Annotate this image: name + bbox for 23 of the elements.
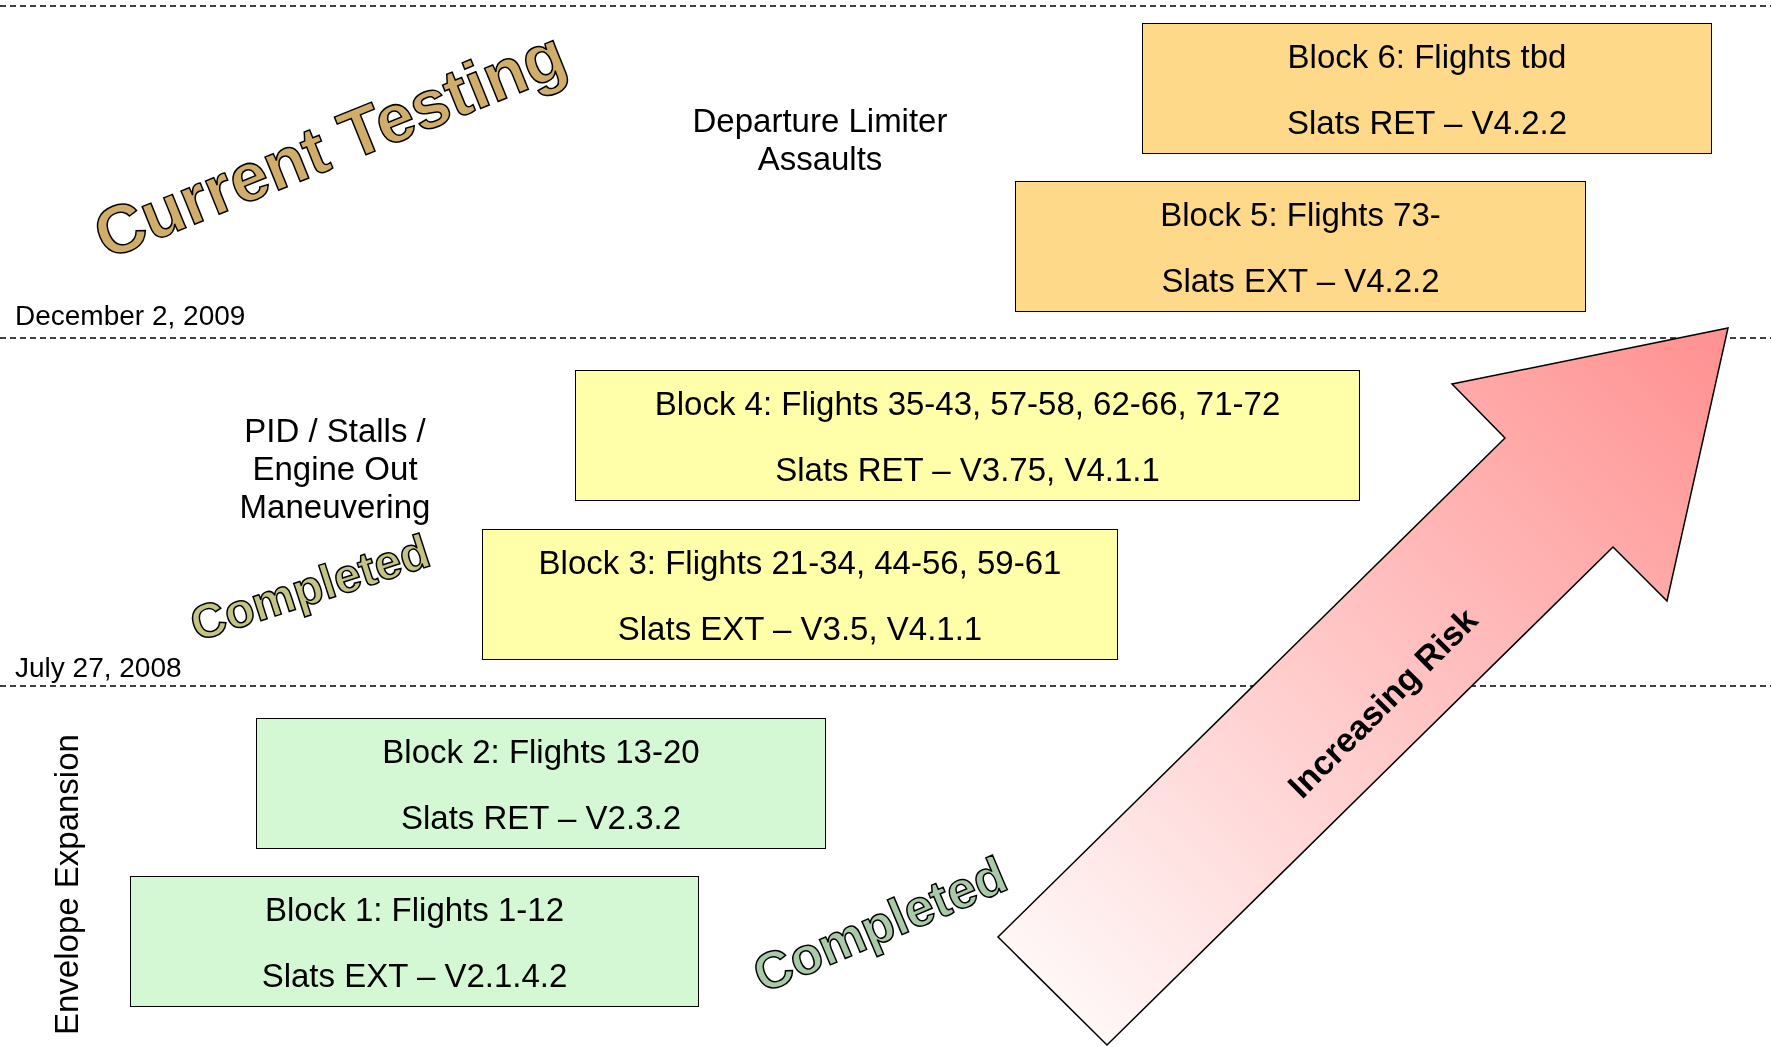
- date-label: December 2, 2009: [15, 300, 246, 332]
- block-config: Slats RET – V3.75, V4.1.1: [774, 451, 1161, 489]
- block-config: Slats RET – V2.3.2: [399, 799, 682, 837]
- block-config: Slats EXT – V4.2.2: [1160, 262, 1441, 300]
- date-label: July 27, 2008: [15, 652, 182, 684]
- block-title: Block 1: Flights 1-12: [264, 891, 565, 929]
- block-box: [1015, 181, 1586, 312]
- phase-label: PID / Stalls / Engine Out Maneuvering: [238, 412, 432, 526]
- phase-label: Departure Limiter Assaults: [691, 102, 949, 178]
- block-title: Block 4: Flights 35-43, 57-58, 62-66, 71-72: [653, 385, 1282, 423]
- block-config: Slats RET – V4.2.2: [1285, 104, 1568, 142]
- block-box: [130, 876, 699, 1007]
- block-title: Block 6: Flights tbd: [1286, 38, 1568, 76]
- block-box: [575, 370, 1360, 501]
- phase-label: Envelope Expansion: [48, 734, 86, 1035]
- block-box: [256, 718, 826, 849]
- block-box: [482, 529, 1118, 660]
- block-title: Block 2: Flights 13-20: [381, 733, 701, 771]
- block-box: [1142, 23, 1712, 154]
- block-title: Block 5: Flights 73-: [1159, 196, 1442, 234]
- block-config: Slats EXT – V3.5, V4.1.1: [616, 610, 984, 648]
- block-config: Slats EXT – V2.1.4.2: [260, 957, 569, 995]
- block-title: Block 3: Flights 21-34, 44-56, 59-61: [537, 544, 1063, 582]
